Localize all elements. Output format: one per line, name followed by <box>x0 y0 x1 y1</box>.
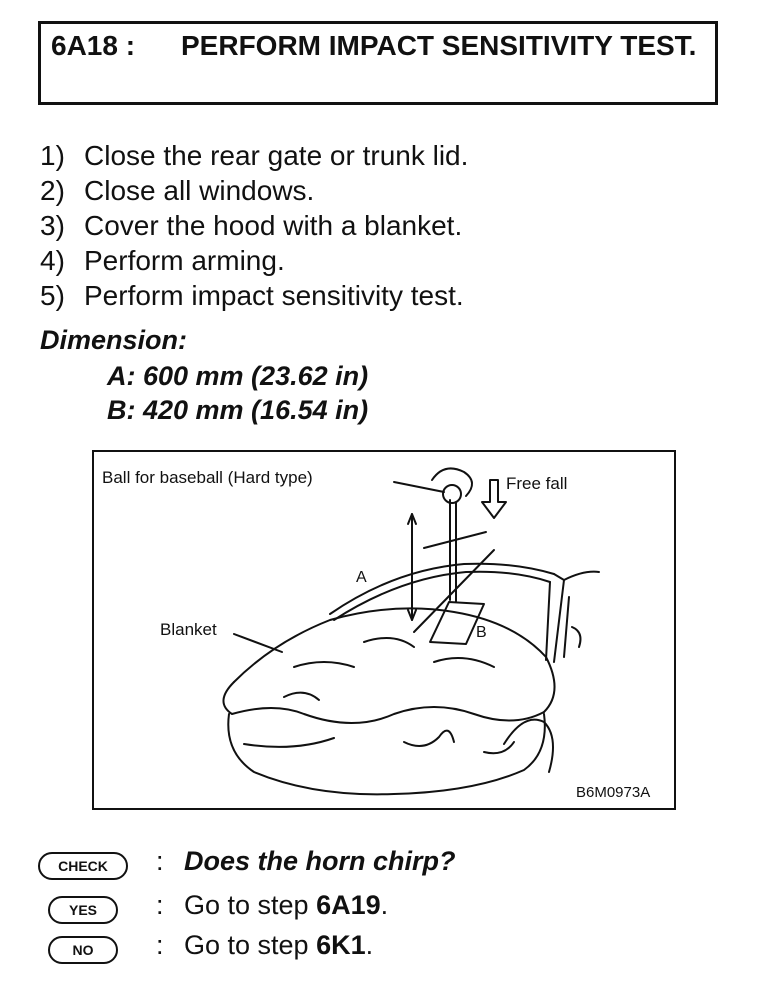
procedure-steps: 1) Close the rear gate or trunk lid. 2) Cl… <box>40 138 468 313</box>
no-row: NO : Go to step 6K1. <box>38 930 738 970</box>
step-text: Cover the hood with a blanket. <box>84 210 463 241</box>
yes-row: YES : Go to step 6A19. <box>38 890 738 930</box>
step-number: 4) <box>40 245 65 276</box>
check-row: CHECK : Does the horn chirp? <box>38 846 738 886</box>
figure-code: B6M0973A <box>576 784 651 801</box>
check-colon: : <box>156 846 164 876</box>
yes-suffix: . <box>380 890 389 920</box>
no-prefix: Go to step <box>184 930 317 960</box>
dimension-title: Dimension: <box>40 325 188 355</box>
step-text: Close the rear gate or trunk lid. <box>84 140 469 171</box>
list-item: 2) Close all windows. <box>40 173 468 208</box>
step-number: 1) <box>40 140 65 171</box>
check-badge: CHECK <box>38 852 128 880</box>
dimension-a: A: 600 mm (23.62 in) <box>107 361 369 391</box>
no-target-step: 6K1 <box>316 930 366 960</box>
step-text: Close all windows. <box>84 175 315 206</box>
yes-prefix: Go to step <box>184 890 317 920</box>
dimension-b: B: 420 mm (16.54 in) <box>107 395 369 425</box>
free-fall-label: Free fall <box>506 474 568 493</box>
step-title: PERFORM IMPACT SENSITIVITY TEST. <box>181 30 697 61</box>
ball-label: Ball for baseball (Hard type) <box>102 468 313 487</box>
step-id: 6A18 : <box>51 30 136 61</box>
step-text: Perform arming. <box>84 245 285 276</box>
yes-badge: YES <box>48 896 118 924</box>
dimension-a-marker: A <box>356 569 367 586</box>
yes-target-step: 6A19 <box>316 890 381 920</box>
step-number: 5) <box>40 280 65 311</box>
blanket-label: Blanket <box>160 620 217 639</box>
step-number: 3) <box>40 210 65 241</box>
list-item: 1) Close the rear gate or trunk lid. <box>40 138 468 173</box>
step-header: 6A18 : PERFORM IMPACT SENSITIVITY TEST. <box>38 21 718 105</box>
step-text: Perform impact sensitivity test. <box>84 280 464 311</box>
list-item: 4) Perform arming. <box>40 243 468 278</box>
dimension-b-marker: B <box>476 624 487 641</box>
no-colon: : <box>156 930 164 960</box>
list-item: 3) Cover the hood with a blanket. <box>40 208 468 243</box>
check-question: Does the horn chirp? <box>184 846 456 876</box>
car-illustration: A B <box>222 467 600 796</box>
no-badge: NO <box>48 936 118 964</box>
yes-colon: : <box>156 890 164 920</box>
list-item: 5) Perform impact sensitivity test. <box>40 278 468 313</box>
no-result: Go to step 6K1. <box>184 930 373 961</box>
no-suffix: . <box>365 930 374 960</box>
impact-test-figure: A B Ball for baseball (Hard type) Free f… <box>92 450 676 810</box>
step-number: 2) <box>40 175 65 206</box>
yes-result: Go to step 6A19. <box>184 890 388 921</box>
